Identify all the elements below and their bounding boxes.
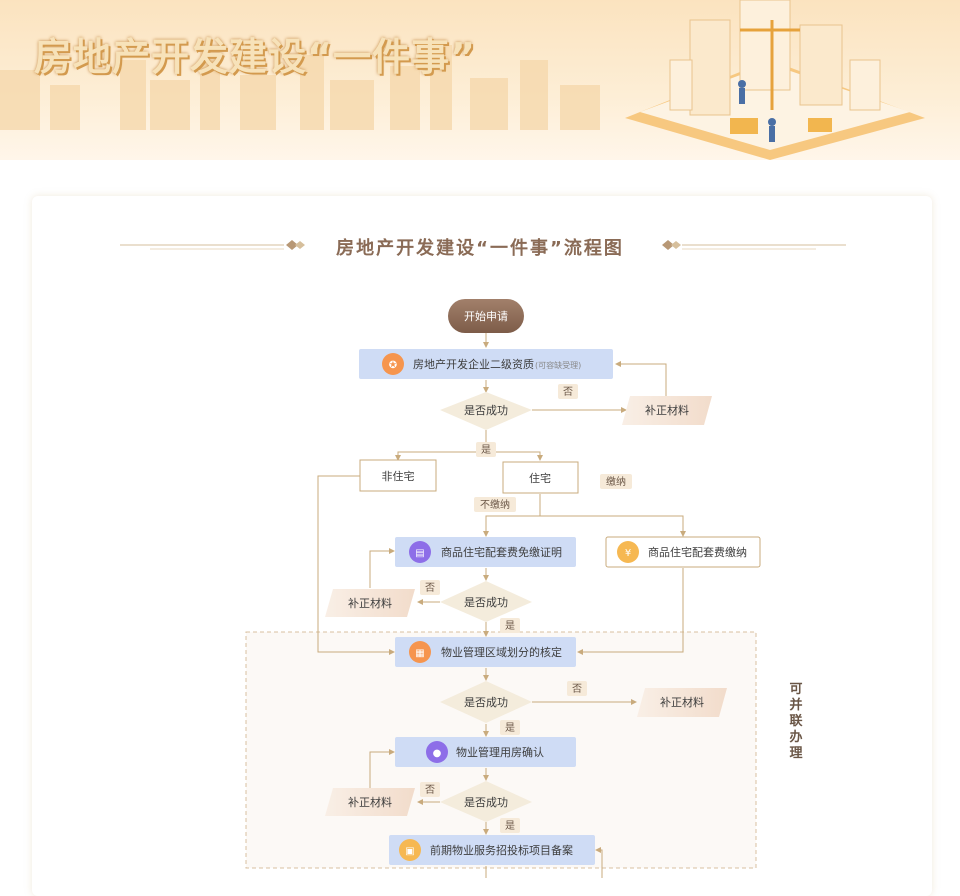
tag-no-4: 否	[420, 782, 440, 797]
svg-text:前期物业服务招投标项目备案: 前期物业服务招投标项目备案	[430, 843, 573, 857]
clipboard-icon: ▣	[405, 846, 414, 857]
svg-text:缴纳: 缴纳	[606, 475, 626, 488]
start-node: 开始申请	[448, 299, 524, 333]
svg-text:物业管理用房确认: 物业管理用房确认	[456, 745, 544, 759]
svg-text:补正材料: 补正材料	[645, 403, 689, 417]
svg-text:补正材料: 补正材料	[348, 596, 392, 610]
svg-text:商品住宅配套费缴纳: 商品住宅配套费缴纳	[648, 545, 747, 559]
step-area: ▦ 物业管理区域划分的核定	[395, 637, 576, 667]
decision-2: 是否成功	[440, 581, 532, 622]
tag-no-3: 否	[567, 681, 587, 696]
skyline-decoration	[0, 0, 925, 160]
supplement-1: 补正材料	[622, 396, 712, 425]
section-title: 房地产开发建设“一件事”流程图	[336, 238, 624, 259]
title-ornament	[120, 240, 846, 250]
parallel-label: 可并联办理	[789, 682, 803, 761]
supplement-3: 补正材料	[637, 688, 727, 717]
step-qualification: ✪ 房地产开发企业二级资质 (可容缺受理)	[359, 349, 613, 379]
svg-text:开始申请: 开始申请	[464, 309, 508, 323]
tag-yes-4: 是	[500, 818, 520, 833]
supplement-2: 补正材料	[325, 589, 415, 617]
tag-no-pay: 不缴纳	[474, 497, 516, 512]
svg-text:是否成功: 是否成功	[464, 404, 508, 417]
award-icon: ✪	[389, 360, 397, 371]
svg-text:住宅: 住宅	[529, 471, 551, 485]
tag-yes-3: 是	[500, 720, 520, 735]
svg-text:(可容缺受理): (可容缺受理)	[535, 360, 581, 370]
tag-no-2: 否	[420, 580, 440, 595]
svg-text:是: 是	[505, 722, 515, 734]
header-banner: 房地产开发建设“一件事”	[0, 0, 960, 160]
step-housing: ● 物业管理用房确认	[395, 737, 576, 767]
decision-3: 是否成功	[440, 681, 532, 723]
svg-text:是: 是	[505, 820, 515, 832]
svg-text:补正材料: 补正材料	[660, 695, 704, 709]
svg-text:是: 是	[481, 444, 491, 456]
isometric-city-illustration	[625, 0, 925, 160]
svg-text:否: 否	[425, 784, 435, 796]
banner-title: 房地产开发建设“一件事”	[34, 35, 476, 79]
svg-text:否: 否	[563, 386, 573, 398]
svg-text:是否成功: 是否成功	[464, 596, 508, 609]
svg-text:否: 否	[572, 683, 582, 695]
supplement-4: 补正材料	[325, 788, 415, 816]
svg-text:房地产开发企业二级资质: 房地产开发企业二级资质	[413, 357, 534, 371]
svg-text:是: 是	[505, 620, 515, 632]
svg-text:非住宅: 非住宅	[382, 469, 415, 483]
node-residential: 住宅	[502, 461, 579, 494]
svg-text:是否成功: 是否成功	[464, 696, 508, 709]
map-icon: ▦	[415, 648, 424, 659]
tag-no-1: 否	[558, 384, 578, 399]
svg-text:是否成功: 是否成功	[464, 796, 508, 809]
node-non-residential: 非住宅	[359, 459, 437, 492]
step-payment: ¥ 商品住宅配套费缴纳	[605, 536, 761, 568]
tag-yes-2: 是	[500, 618, 520, 633]
step-tender: ▣ 前期物业服务招投标项目备案	[389, 835, 595, 865]
tag-yes-1: 是	[476, 442, 496, 457]
svg-text:否: 否	[425, 582, 435, 594]
decision-4: 是否成功	[440, 781, 532, 822]
decision-1: 是否成功	[440, 392, 532, 430]
tag-pay: 缴纳	[600, 474, 632, 489]
payment-icon: ¥	[625, 548, 631, 559]
document-icon: ▤	[415, 548, 424, 559]
step-exemption: ▤ 商品住宅配套费免缴证明	[395, 537, 576, 567]
flowchart: 开始申请 ✪ 房地产开发企业二级资质 (可容缺受理) 是否成功 否 补正材料 是…	[245, 299, 761, 878]
user-icon: ●	[433, 748, 442, 759]
svg-text:不缴纳: 不缴纳	[480, 498, 510, 511]
svg-text:商品住宅配套费免缴证明: 商品住宅配套费免缴证明	[441, 545, 562, 559]
svg-text:补正材料: 补正材料	[348, 795, 392, 809]
svg-text:物业管理区域划分的核定: 物业管理区域划分的核定	[441, 645, 562, 659]
